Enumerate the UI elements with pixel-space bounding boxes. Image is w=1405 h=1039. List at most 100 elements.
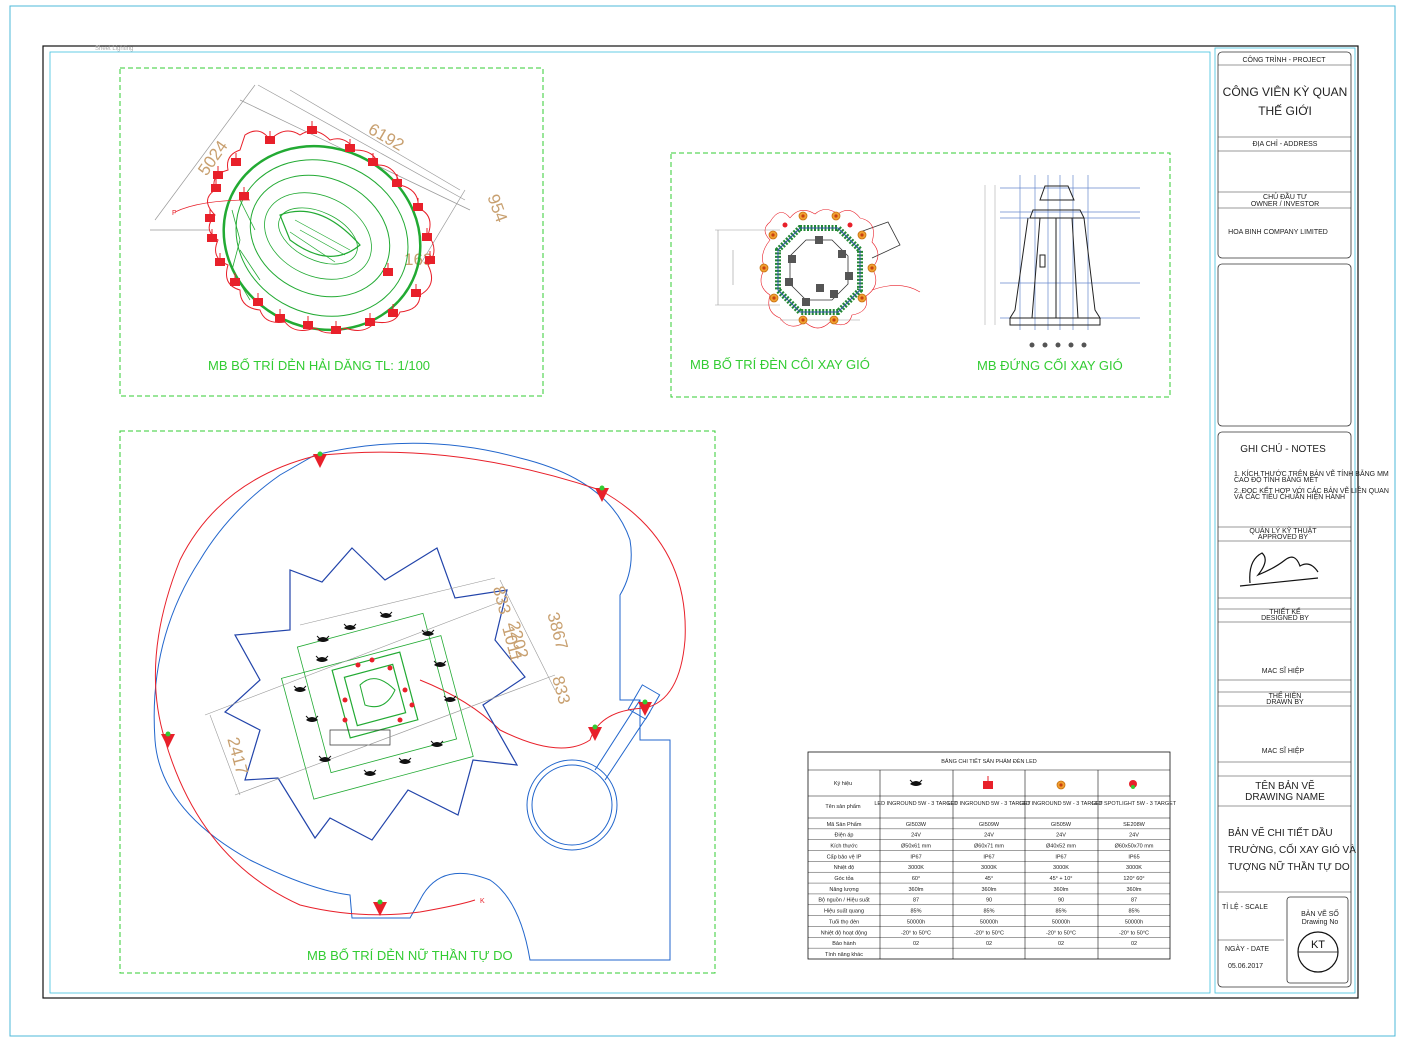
tb-signature bbox=[1239, 552, 1319, 587]
sheet-border bbox=[42, 45, 1359, 999]
tb-drawing-name-label-2: DRAWING NAME bbox=[1245, 792, 1325, 803]
led-table-cell: 24V bbox=[911, 833, 921, 839]
led-table-cell: 360lm bbox=[1054, 887, 1069, 893]
hai-dang-dim-6192: 6192 bbox=[365, 120, 407, 155]
led-table-cell: 90 bbox=[1058, 898, 1064, 904]
led-table-cell: 360lm bbox=[1127, 887, 1142, 893]
led-table-cell: Ø60x50x70 mm bbox=[1115, 844, 1154, 850]
led-table-cell: 87 bbox=[913, 898, 919, 904]
nu-than-dimension-lines bbox=[204, 577, 556, 796]
led-table-symbols bbox=[909, 775, 1137, 790]
led-table-cell: 3000K bbox=[1126, 865, 1142, 871]
outer-frame bbox=[9, 5, 1396, 1037]
tb-designer-label-1: THIẾT KẾ bbox=[1269, 606, 1301, 616]
tb-drawn-label-1: THỂ HIỆN bbox=[1269, 691, 1302, 700]
hai-dang-cable bbox=[207, 130, 435, 334]
led-table-product-label: Tên sản phẩm bbox=[825, 803, 861, 810]
led-table-symbol-header: Ký hiệu bbox=[834, 781, 852, 787]
led-table-cell: 87 bbox=[1131, 898, 1137, 904]
tb-scale-label: TỈ LỆ - SCALE bbox=[1222, 902, 1268, 911]
led-table-cell: 3000K bbox=[908, 865, 924, 871]
tb-drawing-name-line-3: TƯỢNG NỮ THẦN TỰ DO bbox=[1228, 860, 1350, 873]
panel-hai-dang-title: MB BỐ TRÍ DẺN HẢI DĂNG TL: 1/100 bbox=[208, 358, 430, 373]
nu-than-path-outline bbox=[153, 442, 671, 961]
led-table-row-label: Bộ nguồn / Hiệu suất bbox=[818, 898, 870, 904]
led-table-cell: 120° 60° bbox=[1123, 876, 1144, 882]
led-table-cell: 85% bbox=[1128, 909, 1139, 915]
led-table-cell: 24V bbox=[984, 833, 994, 839]
led-table-title: BẢNG CHI TIẾT SẢN PHẨM ĐÈN LED bbox=[941, 758, 1036, 765]
led-table-cell: GI503W bbox=[906, 822, 927, 828]
tb-drawn-name: MAC SĨ HIỆP bbox=[1262, 746, 1305, 755]
led-table-row-label: Mã Sản Phẩm bbox=[827, 821, 862, 828]
tb-owner-name: HOA BINH COMPANY LIMITED bbox=[1228, 229, 1328, 236]
led-table-product-2: LED INGROUND 5W - 3 TARGET bbox=[947, 801, 1031, 807]
nu-than-dim-833-a: 833 bbox=[489, 584, 515, 616]
led-table-cell: -20° to 50°C bbox=[974, 930, 1004, 936]
led-table-cell: IP67 bbox=[983, 854, 994, 860]
tb-project-name-1: CÔNG VIÊN KỲ QUAN bbox=[1223, 84, 1348, 99]
led-table-row-label: Cấp bảo vệ IP bbox=[827, 854, 862, 860]
panel-hai-dang-frame bbox=[119, 67, 544, 397]
led-table-product-4: LED SPOTLIGHT 5W - 3 TARGET bbox=[1092, 801, 1177, 807]
tb-drawing-name-line-1: BẢN VẼ CHI TIẾT DẦU bbox=[1228, 826, 1333, 839]
led-table-cell: 02 bbox=[986, 941, 992, 947]
led-table-cell: 3000K bbox=[981, 865, 997, 871]
led-table-row-label: Bảo hành bbox=[832, 941, 856, 947]
tb-sheet-no-label-1: BẢN VẼ SỐ bbox=[1301, 908, 1339, 918]
led-table-row-label: Nhiệt độ hoạt động bbox=[821, 930, 867, 936]
nu-than-dim-3867: 3867 bbox=[543, 610, 571, 651]
led-table-cell: 50000h bbox=[907, 919, 925, 925]
title-block-notes-box bbox=[1217, 431, 1352, 988]
led-table-cell: 45° bbox=[985, 876, 993, 882]
inner-border bbox=[49, 51, 1211, 994]
tb-owner-label-2: OWNER / INVESTOR bbox=[1251, 201, 1319, 208]
nu-than-marker-k: K bbox=[480, 898, 485, 905]
hai-dang-dim-954: 954 bbox=[484, 192, 512, 225]
led-table-row-label: Góc tỏa bbox=[834, 875, 854, 882]
tb-drawing-name-label-1: TÊN BẢN VẼ bbox=[1255, 779, 1315, 792]
coi-plan-drawing bbox=[715, 209, 921, 329]
nu-than-plinth bbox=[280, 612, 474, 800]
tb-address-label: ĐỊA CHỈ - ADDRESS bbox=[1253, 139, 1318, 148]
title-block-project-box bbox=[1217, 51, 1352, 259]
led-table-cell: 360lm bbox=[982, 887, 997, 893]
led-table-cell: Ø50x61 mm bbox=[901, 844, 931, 850]
panel-hai-dang: 5024 6192 954 163 F MB BỐ TR bbox=[119, 67, 544, 397]
hai-dang-dim-5024: 5024 bbox=[194, 137, 231, 179]
led-table-cell: 60° bbox=[912, 876, 920, 882]
nu-than-round-plaza bbox=[526, 684, 661, 851]
led-table-cell: 90 bbox=[986, 898, 992, 904]
tb-owner-label-1: CHỦ ĐẦU TƯ bbox=[1263, 191, 1307, 201]
led-table-cell: GI509W bbox=[979, 822, 1000, 828]
tb-sheet-no-label-2: Drawing No bbox=[1302, 919, 1339, 926]
led-table-cell: 85% bbox=[910, 909, 921, 915]
panel-nu-than-title: MB BỐ TRÍ DẺN NỮ THẦN TỰ DO bbox=[307, 948, 513, 963]
led-table-cell: 85% bbox=[1055, 909, 1066, 915]
panel-nu-than-frame bbox=[119, 430, 716, 974]
led-table-cell: 50000h bbox=[1125, 919, 1143, 925]
led-table-product-3: LED INGROUND 5W - 3 TARGET bbox=[1019, 801, 1103, 807]
nu-than-cable bbox=[154, 451, 686, 916]
panel-coi-frame bbox=[670, 152, 1171, 398]
tb-designer-name: MAC SĨ HIỆP bbox=[1262, 666, 1305, 675]
led-table-cell: GI505W bbox=[1051, 822, 1072, 828]
sheet-corner-label: Sheet Lighting bbox=[95, 46, 133, 52]
led-table-cell: IP65 bbox=[1128, 854, 1139, 860]
led-table-cell: IP67 bbox=[910, 854, 921, 860]
tb-sheet-code: KT bbox=[1311, 939, 1325, 951]
led-table-cell: -20° to 50°C bbox=[901, 930, 931, 936]
hai-dang-structure bbox=[222, 144, 422, 332]
hai-dang-feeder bbox=[174, 199, 251, 213]
led-table-cell: 02 bbox=[1058, 941, 1064, 947]
led-table-row-label: Kích thước bbox=[830, 844, 857, 850]
panel-coi-elev-title: MB ĐỨNG CỐI XAY GIÓ bbox=[977, 358, 1123, 373]
led-table-cell: 24V bbox=[1129, 833, 1139, 839]
led-table-row-label: Năng lượng bbox=[829, 887, 858, 893]
led-table-cell: 02 bbox=[913, 941, 919, 947]
panel-nu-than: 833 2202 1011 3867 833 2417 K MB BỐ TRÍ … bbox=[119, 430, 716, 974]
tb-approver-label-1: QUẢN LÝ KỸ THUẬT bbox=[1249, 526, 1317, 535]
coi-elevation-drawing bbox=[984, 175, 1140, 348]
led-table: BẢNG CHI TIẾT SẢN PHẨM ĐÈN LED Ký hiệu T… bbox=[807, 751, 1177, 960]
